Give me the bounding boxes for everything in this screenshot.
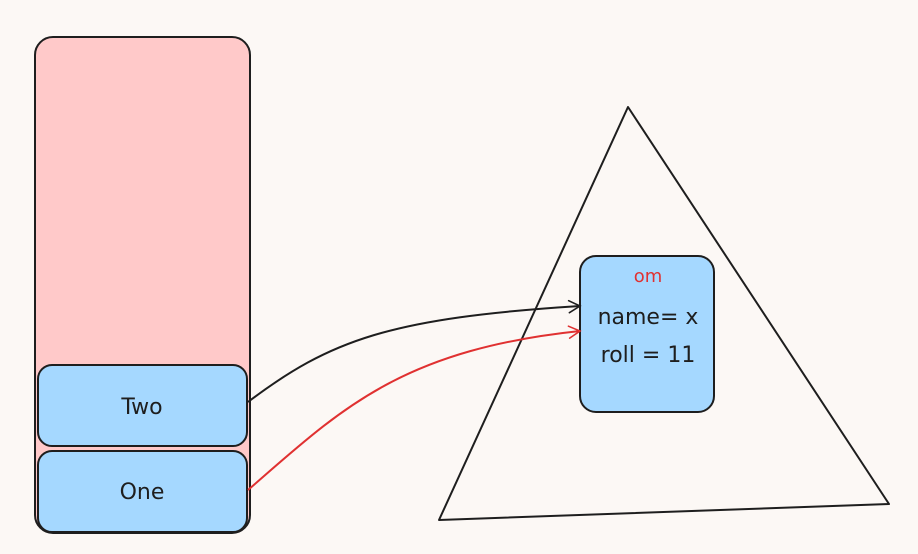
reference-arrow-two bbox=[247, 299, 582, 403]
stack-frame-two: Two bbox=[37, 364, 248, 447]
object-title: om bbox=[634, 266, 663, 287]
stack-frame-label: One bbox=[120, 480, 165, 505]
object-field: name= x bbox=[598, 305, 699, 330]
object-field: roll = 11 bbox=[601, 343, 696, 368]
stack-frame-label: Two bbox=[120, 395, 162, 420]
reference-arrow-one bbox=[247, 325, 582, 491]
heap-object-om: om name= x roll = 11 bbox=[579, 255, 715, 413]
stack-frame-one: One bbox=[37, 450, 248, 533]
heap-triangle bbox=[438, 106, 890, 521]
